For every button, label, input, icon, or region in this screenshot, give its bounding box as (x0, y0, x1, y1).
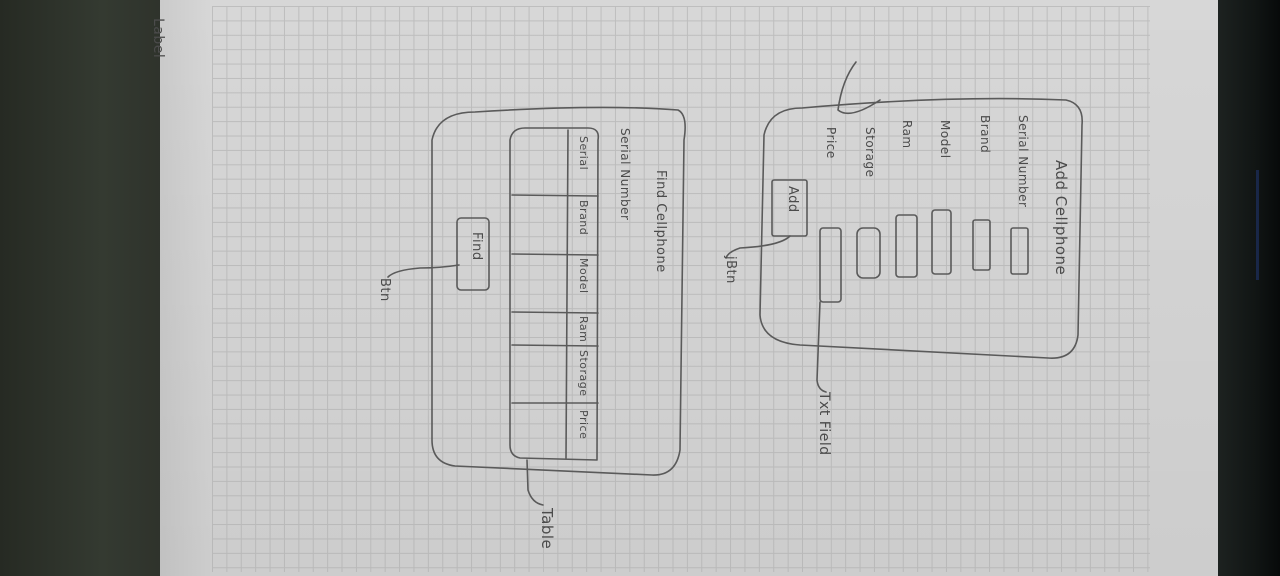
table-col-storage: Storage (577, 350, 590, 397)
annotation-table: Table (538, 508, 556, 550)
btn-pointer (387, 264, 460, 278)
annotation-text-field: Txt Field (816, 392, 832, 456)
add-button[interactable]: Add (785, 186, 800, 213)
label-storage: Storage (863, 127, 877, 178)
jbtn-pointer (725, 235, 791, 259)
label-price: Price (824, 127, 838, 159)
textbox-ram (895, 214, 918, 278)
table-pointer (526, 459, 544, 506)
dark-right-edge (1218, 0, 1280, 576)
textbox-brand (972, 219, 991, 271)
table-outline (509, 127, 600, 461)
textbox-model (931, 209, 952, 275)
annotation-btn: Btn (377, 278, 392, 302)
textbox-serial (1010, 227, 1029, 275)
label-pointer (837, 61, 881, 115)
add-panel-outline (759, 97, 1083, 359)
label-serial-number: Serial Number (1016, 115, 1030, 208)
label-model: Model (938, 120, 952, 159)
table-col-price: Price (577, 410, 590, 440)
add-panel-title: Add Cellphone (1052, 160, 1070, 276)
label-brand: Brand (978, 115, 992, 154)
table-col-model: Model (577, 258, 590, 294)
annotation-label: Label (150, 18, 166, 59)
textfield-pointer (816, 301, 827, 393)
textbox-price (819, 227, 842, 303)
find-panel-title: Find Cellphone (653, 170, 668, 273)
blue-stripe (1256, 170, 1259, 280)
textbox-storage (856, 227, 881, 279)
graph-grid (212, 6, 1150, 572)
table-col-brand: Brand (577, 200, 590, 236)
label-find-serial-number: Serial Number (618, 128, 632, 221)
table-col-serial: Serial (577, 136, 590, 171)
label-ram: Ram (900, 120, 914, 149)
find-button-box (456, 217, 490, 291)
annotation-jbtn: jBtn (723, 256, 738, 284)
find-panel-outline (431, 106, 686, 476)
find-button[interactable]: Find (469, 232, 484, 261)
table-col-ram: Ram (577, 316, 590, 343)
